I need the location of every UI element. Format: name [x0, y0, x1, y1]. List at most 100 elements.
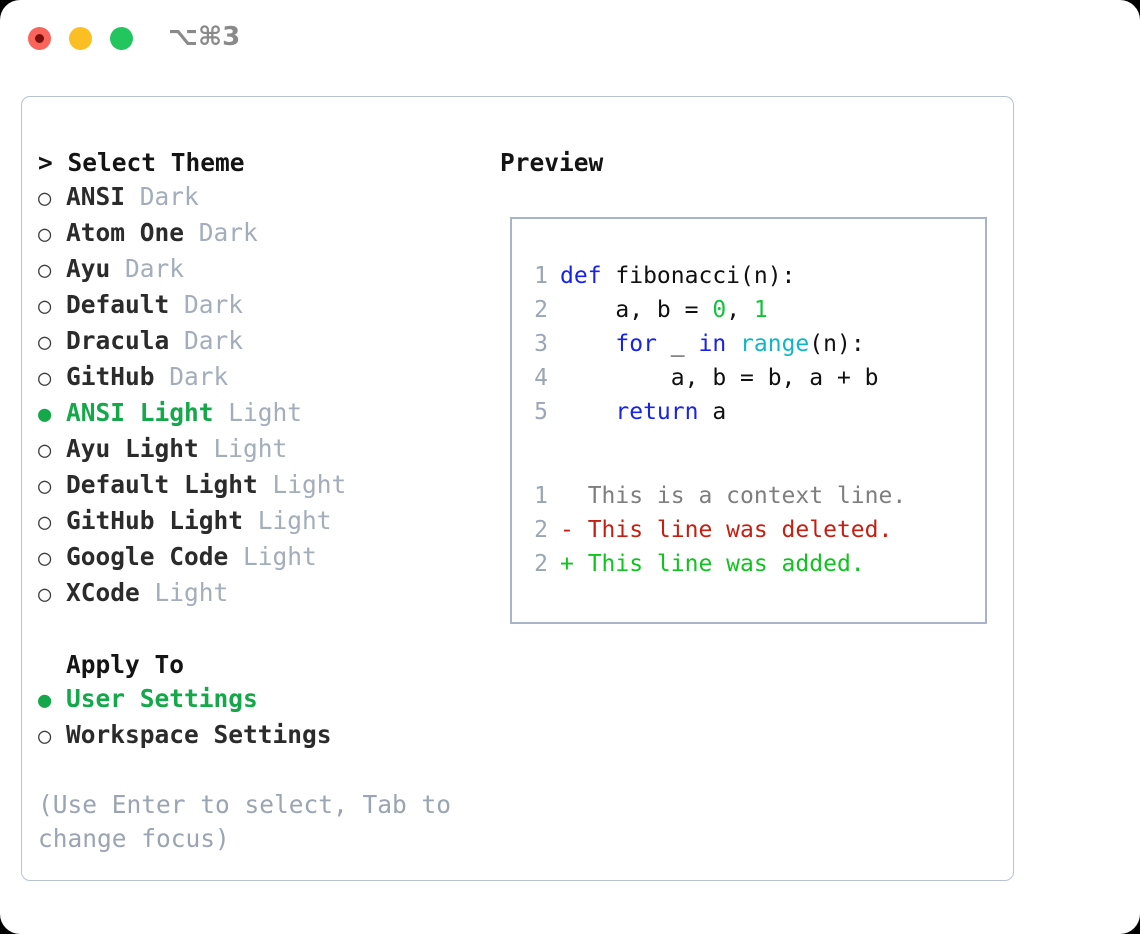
- code-token-kw: in: [698, 331, 727, 357]
- code-line: 4 a, b = b, a + b: [530, 361, 985, 395]
- radio-unselected-icon: ○: [38, 474, 52, 499]
- apply-to-option-user-settings[interactable]: ●User Settings: [38, 682, 490, 718]
- diff-spacer: [530, 429, 985, 479]
- section-spacer: [38, 612, 490, 648]
- radio-unselected-icon: ○: [38, 510, 52, 535]
- code-token-kw: for: [615, 331, 657, 357]
- code-token-plain: (n):: [809, 331, 865, 357]
- line-number: 1: [534, 263, 548, 289]
- theme-option-label: Default: [66, 290, 170, 319]
- theme-option-variant: Dark: [125, 182, 199, 211]
- theme-option-atom-one[interactable]: ○Atom One Dark: [38, 216, 490, 252]
- apply-to-option-label: Workspace Settings: [66, 720, 332, 749]
- maximize-window-icon[interactable]: [110, 27, 133, 50]
- code-token-plain: _: [656, 331, 699, 357]
- theme-option-dracula[interactable]: ○Dracula Dark: [38, 324, 490, 360]
- theme-option-default[interactable]: ○ Default Dark: [38, 288, 490, 324]
- theme-option-label: Ayu: [66, 254, 111, 283]
- theme-option-default-light[interactable]: ○ Default Light Light: [38, 468, 490, 504]
- title-bar: ⌥⌘3: [0, 0, 1140, 78]
- apply-to-option-workspace-settings[interactable]: ○Workspace Settings: [38, 718, 490, 754]
- theme-option-label: Ayu Light: [66, 434, 199, 463]
- code-token-plain: [560, 399, 615, 425]
- code-token-num: 0: [712, 297, 727, 323]
- theme-list[interactable]: ○ANSI Dark○Atom One Dark○Ayu Dark○Defaul…: [38, 180, 490, 612]
- theme-option-label: Atom One: [66, 218, 185, 247]
- apply-to-list[interactable]: ●User Settings○Workspace Settings: [38, 682, 490, 754]
- line-number: 2: [534, 297, 548, 323]
- code-token-kw: return: [615, 399, 699, 425]
- theme-option-variant: Light: [213, 398, 303, 427]
- diff-sample: 1 This is a context line. 2 - This line wa…: [530, 479, 985, 581]
- theme-option-ansi-light[interactable]: ●ANSI Light Light: [38, 396, 490, 432]
- code-token-plain: [726, 331, 740, 357]
- radio-selected-icon: ●: [38, 688, 52, 713]
- theme-option-ayu[interactable]: ○Ayu Dark: [38, 252, 490, 288]
- theme-list-column: > Select Theme ○ANSI Dark○Atom One Dark○…: [22, 97, 490, 880]
- code-token-plain: a, b = b, a + b: [560, 365, 879, 391]
- help-text: (Use Enter to select, Tab to change focu…: [38, 790, 466, 853]
- radio-unselected-icon: ○: [38, 582, 52, 607]
- minimize-window-icon[interactable]: [69, 27, 92, 50]
- code-line: 1 def fibonacci(n):: [530, 259, 985, 293]
- theme-option-google-code[interactable]: ○ Google Code Light: [38, 540, 490, 576]
- preview-heading: Preview: [500, 148, 604, 177]
- theme-option-variant: Dark: [169, 290, 244, 319]
- radio-unselected-icon: ○: [38, 186, 52, 211]
- radio-unselected-icon: ○: [38, 546, 52, 571]
- theme-option-variant: Light: [228, 542, 317, 571]
- theme-option-variant: Light: [257, 470, 347, 499]
- theme-option-label: GitHub: [66, 362, 155, 391]
- theme-option-variant: Light: [139, 578, 229, 607]
- theme-selector-panel: > Select Theme ○ANSI Dark○Atom One Dark○…: [21, 96, 1014, 881]
- code-token-num: 1: [753, 297, 768, 323]
- apply-to-heading: Apply To: [66, 650, 185, 679]
- line-number: 2: [534, 517, 548, 543]
- code-token-plain: [560, 331, 615, 357]
- diff-text: - This line was deleted.: [560, 517, 893, 543]
- code-line: 5 return a: [530, 395, 985, 429]
- line-number: 5: [534, 399, 548, 425]
- diff-line-add: 2 + This line was added.: [530, 547, 985, 581]
- radio-unselected-icon: ○: [38, 294, 52, 319]
- theme-option-label: Default Light: [66, 470, 258, 499]
- theme-option-label: Dracula: [66, 326, 170, 355]
- theme-option-ayu-light[interactable]: ○Ayu Light Light: [38, 432, 490, 468]
- theme-option-variant: Light: [198, 434, 288, 463]
- code-token-fn: range: [740, 331, 810, 357]
- theme-option-ansi[interactable]: ○ ANSI Dark: [38, 180, 490, 216]
- diff-line-del: 2 - This line was deleted.: [530, 513, 985, 547]
- code-token-plain: ,: [726, 297, 754, 323]
- radio-unselected-icon: ○: [38, 330, 52, 355]
- theme-option-github-light[interactable]: ○ GitHub Light Light: [38, 504, 490, 540]
- radio-unselected-icon: ○: [38, 366, 52, 391]
- theme-option-label: ANSI: [66, 182, 126, 211]
- theme-option-label: Google Code: [66, 542, 229, 571]
- close-window-icon[interactable]: [28, 27, 51, 50]
- diff-text: + This line was added.: [560, 551, 865, 577]
- diff-text: This is a context line.: [560, 483, 907, 509]
- code-token-plain: a: [698, 399, 727, 425]
- radio-unselected-icon: ○: [38, 258, 52, 283]
- theme-option-variant: Light: [243, 506, 332, 535]
- radio-unselected-icon: ○: [38, 222, 52, 247]
- traffic-lights: [28, 27, 133, 50]
- line-number: 3: [534, 331, 548, 357]
- code-token-kw: def: [560, 263, 616, 289]
- theme-option-label: GitHub Light: [66, 506, 244, 535]
- line-number: 2: [534, 551, 548, 577]
- code-line: 2 a, b = 0, 1: [530, 293, 985, 327]
- theme-option-xcode[interactable]: ○ XCode Light: [38, 576, 490, 612]
- diff-line-ctx: 1 This is a context line.: [530, 479, 985, 513]
- code-token-plain: fibonacci(n):: [615, 263, 796, 289]
- select-theme-heading: > Select Theme: [38, 148, 245, 177]
- theme-option-github[interactable]: ○GitHub Dark: [38, 360, 490, 396]
- theme-option-label: XCode: [66, 578, 140, 607]
- code-line: 3 for _ in range(n):: [530, 327, 985, 361]
- line-number: 4: [534, 365, 548, 391]
- keyboard-shortcut-label: ⌥⌘3: [168, 22, 241, 52]
- code-token-plain: a, b =: [560, 297, 713, 323]
